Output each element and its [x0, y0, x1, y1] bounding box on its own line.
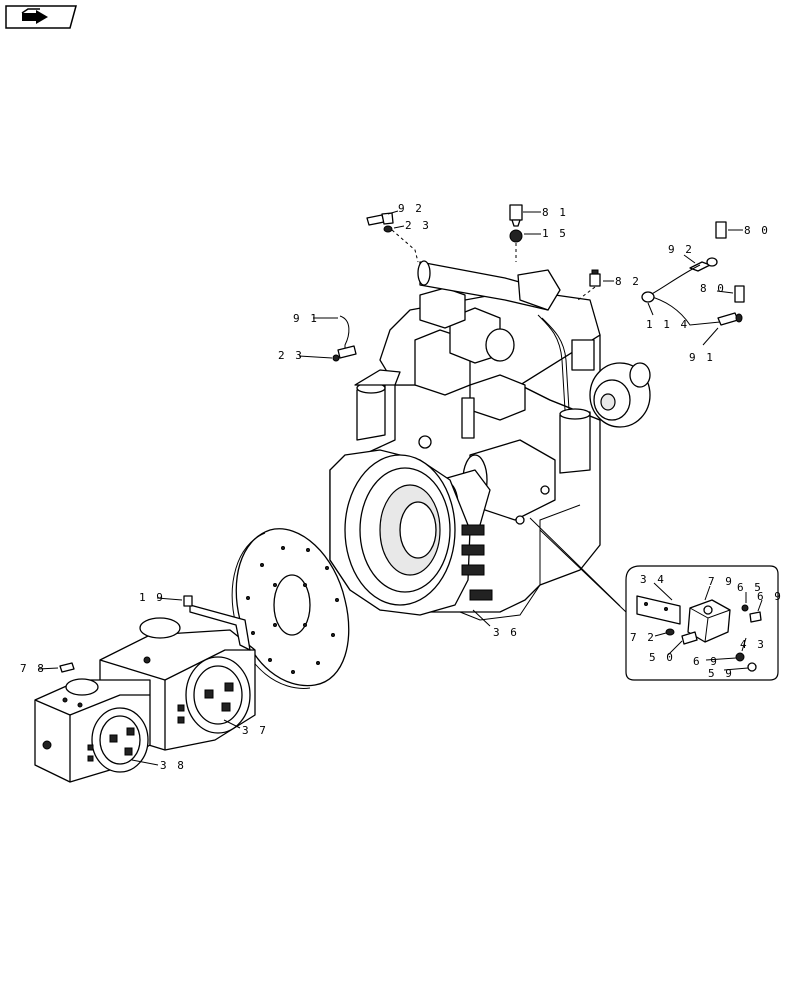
- callout-38: 3 8: [160, 759, 186, 772]
- return-arrow-button[interactable]: [5, 5, 77, 29]
- solenoid-detail-inset: [529, 517, 779, 681]
- callout-34: 3 4: [640, 573, 666, 586]
- fittings: [59, 204, 745, 673]
- callout-80-right: 8 0: [700, 282, 726, 295]
- callout-114: 1 1 4: [646, 318, 689, 331]
- callout-50: 5 0: [649, 651, 675, 664]
- callout-43: 4 3: [740, 638, 766, 651]
- callout-37: 3 7: [242, 724, 268, 737]
- callout-36: 3 6: [493, 626, 519, 639]
- pump-38: [34, 678, 151, 783]
- callout-91-left: 9 1: [293, 312, 319, 325]
- callout-23-top: 2 3: [405, 219, 431, 232]
- flywheel-plate: [231, 528, 350, 689]
- callout-69-bottom: 6 9: [693, 655, 719, 668]
- callout-72: 7 2: [630, 631, 656, 644]
- callout-15: 1 5: [542, 227, 568, 240]
- return-arrow-icon: [21, 8, 48, 24]
- engine-assembly: [329, 260, 651, 621]
- leader-lines: [37, 210, 763, 766]
- callout-69-top: 6 9: [757, 590, 783, 603]
- callout-92-right: 9 2: [668, 243, 694, 256]
- callout-82: 8 2: [615, 275, 641, 288]
- callout-23-left: 2 3: [278, 349, 304, 362]
- callout-91-right: 9 1: [689, 351, 715, 364]
- callout-59: 5 9: [708, 667, 734, 680]
- callout-19: 1 9: [139, 591, 165, 604]
- callout-78: 7 8: [20, 662, 46, 675]
- callout-79: 7 9: [708, 575, 734, 588]
- callout-labels: 9 2 2 3 8 1 1 5 8 0 9 2 8 2 8 0 1 1 4 9 …: [20, 202, 783, 772]
- callout-80-top: 8 0: [744, 224, 770, 237]
- callout-65: 6 5: [737, 581, 763, 594]
- callout-92-top: 9 2: [398, 202, 424, 215]
- callout-81: 8 1: [542, 206, 568, 219]
